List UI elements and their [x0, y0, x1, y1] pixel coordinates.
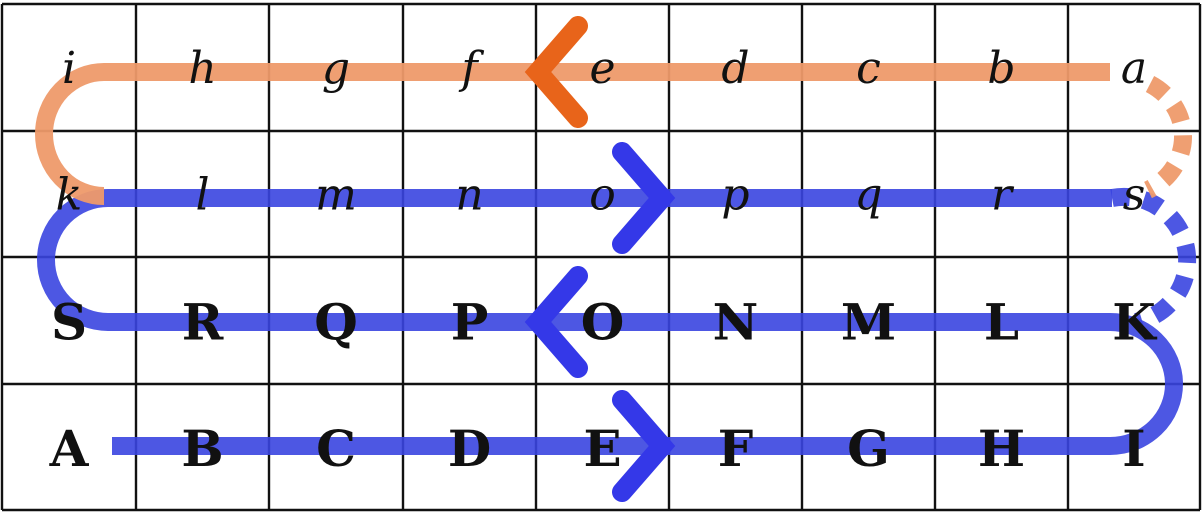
cell-label-r2-c7: L	[984, 293, 1019, 352]
cell-label-r0-c8: a	[1121, 43, 1147, 94]
cell-label-r3-c5: F	[718, 419, 754, 478]
cell-label-r3-c6: G	[847, 419, 890, 478]
cell-label-r1-c3: n	[455, 170, 483, 221]
cell-label-r0-c2: g	[322, 43, 350, 94]
cell-label-r2-c8: K	[1112, 293, 1157, 352]
cell-label-r3-c1: B	[181, 419, 223, 478]
cell-label-r2-c1: R	[182, 293, 224, 352]
blue-arrow-right-row2	[612, 142, 676, 254]
cell-label-r1-c1: l	[195, 170, 209, 221]
cell-label-r1-c4: o	[589, 170, 616, 221]
arrows-layer	[524, 16, 676, 502]
cell-label-r0-c4: e	[589, 43, 615, 94]
cell-label-r0-c5: d	[721, 43, 749, 94]
cell-label-r1-c5: p	[721, 170, 749, 221]
orange-arrow-left-row1	[524, 16, 588, 128]
blue-dotted-connector	[1110, 187, 1197, 331]
cell-label-r2-c0: S	[51, 293, 87, 352]
cell-label-r1-c2: m	[315, 170, 357, 221]
orange-dotted-connector	[1143, 76, 1192, 199]
cell-label-r3-c0: A	[49, 419, 90, 478]
cell-label-r2-c2: Q	[314, 293, 358, 352]
cell-label-r2-c3: P	[451, 293, 489, 352]
cell-label-r2-c5: N	[713, 293, 759, 352]
cell-label-r2-c6: M	[841, 293, 896, 352]
cell-label-r3-c3: D	[448, 419, 491, 478]
cell-label-r1-c0: k	[56, 170, 83, 221]
cell-label-r3-c4: E	[583, 419, 621, 478]
cell-label-r2-c4: O	[581, 293, 625, 352]
cell-label-r0-c6: c	[856, 43, 881, 94]
blue-path-line	[37, 189, 1183, 455]
cell-label-r3-c8: I	[1122, 419, 1145, 478]
blue-arrow-right-row4	[612, 390, 676, 502]
orange-path-line	[35, 63, 1110, 205]
cell-label-r0-c7: b	[987, 43, 1015, 94]
cell-label-r3-c2: C	[316, 419, 356, 478]
blue-arrow-left-row3	[524, 266, 588, 378]
paths-layer	[35, 63, 1197, 455]
cell-label-r1-c8: s	[1123, 170, 1146, 221]
cell-label-r1-c7: r	[991, 170, 1015, 221]
cell-label-r1-c6: q	[854, 170, 882, 221]
cell-label-r0-c0: i	[62, 43, 76, 94]
cell-label-r0-c1: h	[188, 43, 216, 94]
cell-label-r3-c7: H	[978, 419, 1025, 478]
